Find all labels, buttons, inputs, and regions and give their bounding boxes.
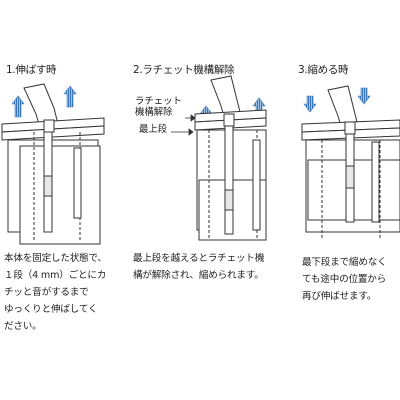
step-1-title: 1.伸ばす時 xyxy=(6,64,57,76)
step-1-extend: 1.伸ばす時 本体を固定した状態 xyxy=(0,0,133,400)
caption-line: チッと音がするまで xyxy=(4,287,89,298)
caption-line: 最下段まで縮めなく xyxy=(302,257,387,268)
callout-line: 機構解除 xyxy=(135,107,173,118)
caption-line: １段（4 mm）ごとにカ xyxy=(4,270,107,281)
step-1-caption: 本体を固定した状態で、 １段（4 mm）ごとにカ チッと音がするまで ゆっくりと… xyxy=(4,250,107,335)
step-1-diagram xyxy=(1,83,105,245)
up-arrow-icon xyxy=(63,85,77,108)
caption-line: 本体を固定した状態で、 xyxy=(4,253,107,264)
up-arrow-icon xyxy=(11,95,25,118)
callout-top-stage: 最上段 xyxy=(139,124,168,135)
callout-line: ラチェット xyxy=(135,96,182,107)
panel-assembly xyxy=(1,117,105,245)
step-3-diagram xyxy=(301,85,400,240)
caption-line: ださい。 xyxy=(4,321,42,332)
step-3-title: 3.縮める時 xyxy=(298,64,349,76)
caption-line: 最上段を越えるとラチェット機 xyxy=(133,253,265,264)
caption-line: ても途中の位置から xyxy=(302,274,387,285)
step-3-retract: 3.縮める時 最下段まで縮めなく xyxy=(266,0,400,400)
panel-assembly xyxy=(301,119,400,240)
step-3-caption: 最下段まで縮めなく ても途中の位置から 再び伸ばせます。 xyxy=(302,254,387,305)
step-2-caption: 最上段を越えるとラチェット機 構が解除され、縮められます。 xyxy=(133,250,264,284)
step-2-title: 2.ラチェット機構解除 xyxy=(133,64,235,76)
panel-assembly xyxy=(194,109,267,241)
down-arrow-icon xyxy=(357,87,371,105)
caption-line: ゆっくりと伸ばしてく xyxy=(4,304,98,315)
callout-ratchet: ラチェット 機構解除 xyxy=(135,96,182,118)
down-arrow-icon xyxy=(303,95,317,113)
step-2-release: 2.ラチェット機構解除 ラチェット 機構解除 最上段 xyxy=(133,0,267,400)
step-2-diagram xyxy=(171,75,267,241)
caption-line: 構が解除され、縮められます。 xyxy=(133,270,264,281)
caption-line: 再び伸ばせます。 xyxy=(302,291,377,302)
